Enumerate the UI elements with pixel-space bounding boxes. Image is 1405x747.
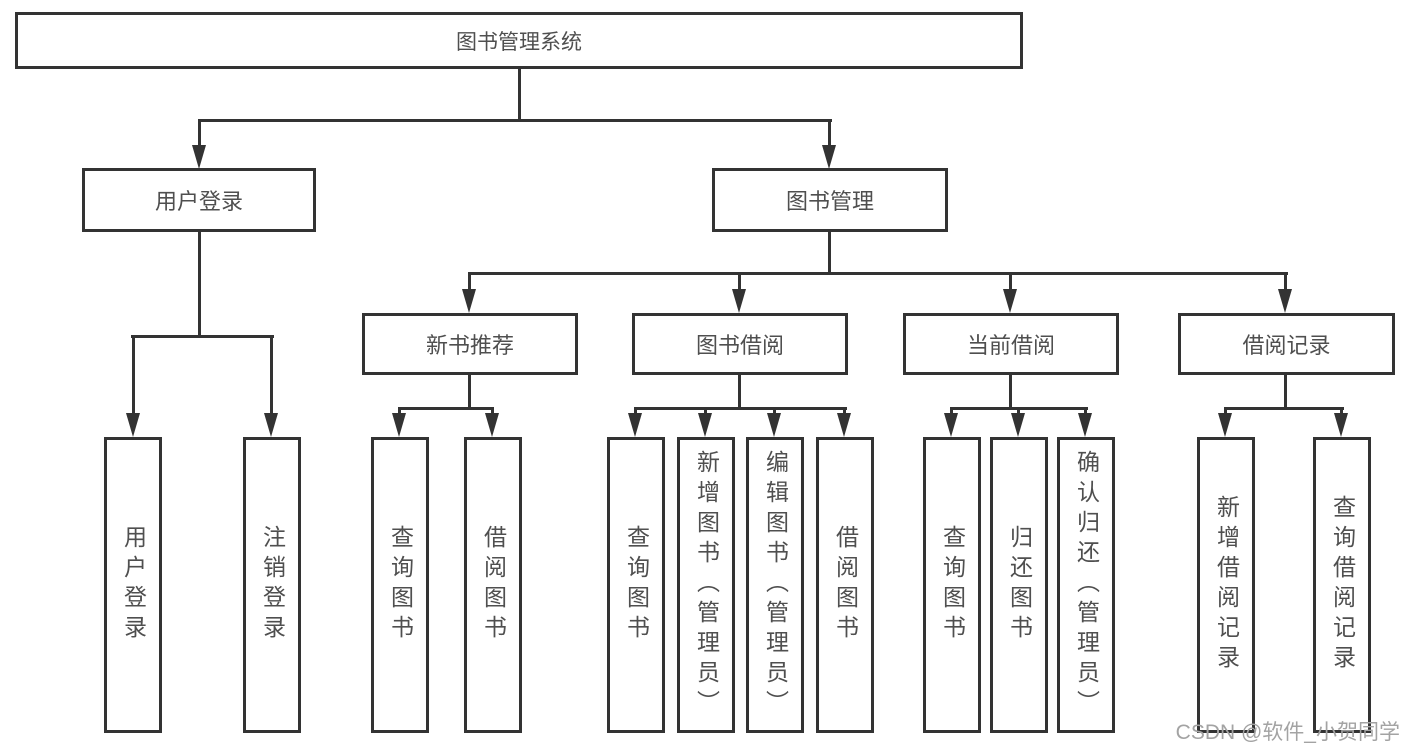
connector-book-management-stub (828, 232, 831, 274)
connector-level2-bar (198, 119, 832, 122)
node-recommend-query-book-label: 查询图书 (387, 525, 414, 645)
arrow-user-login (192, 145, 206, 169)
connector-drop-book-management (828, 119, 831, 145)
csdn-watermark: CSDN @软件_小贺同学 (1175, 721, 1400, 744)
node-login: 用户登录 (104, 437, 162, 733)
node-book-management-label: 图书管理 (785, 189, 874, 214)
node-user-login: 用户登录 (82, 168, 316, 232)
connector-drop-bb-borrow (843, 407, 846, 415)
node-borrow-add-book-admin: 新增图书（管理员） (677, 437, 735, 733)
arrow-nb-borrow (485, 413, 499, 437)
arrow-new-book (462, 289, 476, 313)
node-book-borrow: 图书借阅 (632, 313, 848, 375)
connector-drop-cb-confirm (1084, 407, 1087, 415)
node-recommend-borrow-book-label: 借阅图书 (480, 525, 507, 645)
node-current-borrow-label: 当前借阅 (966, 333, 1055, 358)
node-borrow-query-book-label: 查询图书 (623, 525, 650, 645)
node-borrow-borrow-book-label: 借阅图书 (832, 525, 859, 645)
arrow-cb-query (944, 413, 958, 437)
node-logout: 注销登录 (243, 437, 301, 733)
connector-drop-nb-borrow (491, 407, 494, 415)
arrow-bb-edit (767, 413, 781, 437)
node-current-confirm-return-admin-label: 确认归还（管理员） (1073, 450, 1100, 720)
node-book-management: 图书管理 (712, 168, 948, 232)
connector-book-borrow-bar (634, 407, 847, 410)
node-current-confirm-return-admin: 确认归还（管理员） (1057, 437, 1115, 733)
connector-drop-cb-return (1017, 407, 1020, 415)
connector-drop-nb-query (398, 407, 401, 415)
node-borrow-query-book: 查询图书 (607, 437, 665, 733)
connector-drop-new-book (468, 272, 471, 291)
node-login-label: 用户登录 (120, 525, 147, 645)
arrow-logout (264, 413, 278, 437)
node-current-return-book: 归还图书 (990, 437, 1048, 733)
node-current-query-book: 查询图书 (923, 437, 981, 733)
connector-borrow-record-stub (1284, 375, 1287, 410)
node-new-book-recommend: 新书推荐 (362, 313, 578, 375)
arrow-book-borrow (732, 289, 746, 313)
connector-drop-bb-edit (773, 407, 776, 415)
arrow-br-add (1218, 413, 1232, 437)
node-current-return-book-label: 归还图书 (1006, 525, 1033, 645)
node-recommend-query-book: 查询图书 (371, 437, 429, 733)
node-system-label: 图书管理系统 (456, 30, 582, 54)
node-current-query-book-label: 查询图书 (939, 525, 966, 645)
node-borrow-add-book-admin-label: 新增图书（管理员） (693, 450, 720, 720)
connector-drop-borrow-record (1284, 272, 1287, 291)
node-book-borrow-label: 图书借阅 (695, 333, 784, 358)
arrow-bb-query (628, 413, 642, 437)
node-borrow-record: 借阅记录 (1178, 313, 1395, 375)
node-record-add-label: 新增借阅记录 (1213, 495, 1240, 675)
connector-drop-bb-add (704, 407, 707, 415)
node-borrow-edit-book-admin-label: 编辑图书（管理员） (762, 450, 789, 720)
arrow-borrow-record (1278, 289, 1292, 313)
arrow-cb-confirm (1078, 413, 1092, 437)
connector-drop-bb-query (634, 407, 637, 415)
connector-user-login-bar (131, 335, 274, 338)
node-new-book-recommend-label: 新书推荐 (425, 333, 514, 358)
node-current-borrow: 当前借阅 (903, 313, 1119, 375)
arrow-cb-return (1011, 413, 1025, 437)
connector-new-book-stub (468, 375, 471, 410)
connector-new-book-bar (398, 407, 494, 410)
connector-current-borrow-stub (1009, 375, 1012, 410)
connector-drop-br-add (1224, 407, 1227, 415)
arrow-login (126, 413, 140, 437)
arrow-bb-borrow (837, 413, 851, 437)
node-user-login-label: 用户登录 (154, 189, 243, 214)
connector-drop-br-query (1340, 407, 1343, 415)
node-borrow-edit-book-admin: 编辑图书（管理员） (746, 437, 804, 733)
connector-book-borrow-stub (738, 375, 741, 410)
connector-user-login-stub (198, 232, 201, 338)
node-borrow-record-label: 借阅记录 (1242, 333, 1331, 358)
node-borrow-borrow-book: 借阅图书 (816, 437, 874, 733)
connector-drop-current-borrow (1009, 272, 1012, 291)
arrow-current-borrow (1003, 289, 1017, 313)
node-record-query: 查询借阅记录 (1313, 437, 1371, 733)
node-logout-label: 注销登录 (259, 525, 286, 645)
node-record-query-label: 查询借阅记录 (1329, 495, 1356, 675)
arrow-br-query (1334, 413, 1348, 437)
connector-drop-logout (270, 335, 273, 413)
arrow-book-management (822, 145, 836, 169)
connector-drop-book-borrow (738, 272, 741, 291)
node-recommend-borrow-book: 借阅图书 (464, 437, 522, 733)
connector-level3-bar (468, 272, 1288, 275)
arrow-nb-query (392, 413, 406, 437)
connector-drop-cb-query (950, 407, 953, 415)
arrow-bb-add (698, 413, 712, 437)
connector-drop-login (132, 335, 135, 413)
node-record-add: 新增借阅记录 (1197, 437, 1255, 733)
connector-root-stub (518, 68, 521, 120)
node-system: 图书管理系统 (15, 12, 1023, 69)
connector-drop-user-login (198, 119, 201, 145)
connector-borrow-record-bar (1224, 407, 1344, 410)
